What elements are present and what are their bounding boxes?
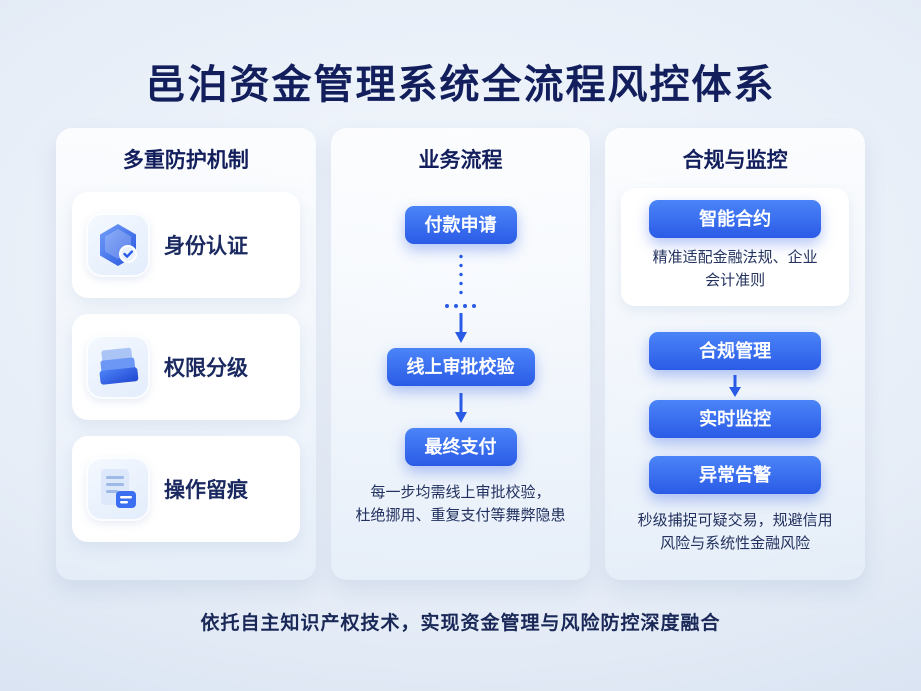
dot — [463, 304, 467, 308]
protection-card-label: 权限分级 — [164, 357, 248, 380]
arrow-down-icon — [453, 392, 469, 424]
process-caption-line2: 杜绝挪用、重复支付等舞弊隐患 — [355, 506, 566, 524]
process-header: 业务流程 — [418, 149, 503, 172]
stacked-layers-icon — [86, 335, 150, 399]
smart-contract-desc: 精准适配金融法规、企业会计准则 — [652, 249, 818, 289]
arrow-down-icon — [453, 312, 469, 344]
step-final-payment: 最终支付 — [404, 428, 517, 466]
dotted-connector — [458, 252, 463, 298]
step-online-approval: 线上审批校验 — [386, 348, 535, 386]
page-title: 邑泊资金管理系统全流程风控体系 — [145, 63, 776, 107]
protection-header: 多重防护机制 — [122, 149, 249, 172]
step-compliance-management: 合规管理 — [649, 332, 822, 370]
step-payment-request: 付款申请 — [404, 206, 517, 244]
dot — [445, 304, 449, 308]
panel-compliance: 合规与监控 智能合约 精准适配金融法规、企业会计准则 合规管理 实时监控 异常告… — [605, 128, 866, 580]
smart-contract-card: 智能合约 精准适配金融法规、企业会计准则 — [621, 188, 850, 306]
panel-process: 业务流程 付款申请 线上审批校验 — [330, 128, 591, 580]
dot — [454, 304, 458, 308]
dot — [472, 304, 476, 308]
process-caption-line1: 每一步均需线上审批校验， — [370, 484, 551, 501]
step-anomaly-alert: 异常告警 — [649, 456, 822, 494]
arrow-down-icon — [728, 374, 742, 398]
compliance-caption: 秒级捕捉可疑交易，规避信用风险与系统性金融风险 — [637, 512, 833, 552]
protection-card-audit: 操作留痕 — [72, 436, 300, 542]
identity-shield-check-icon — [86, 213, 150, 277]
protection-card-label: 操作留痕 — [164, 479, 248, 502]
protection-card-label: 身份认证 — [164, 235, 248, 258]
document-log-icon — [86, 457, 150, 521]
step-realtime-monitoring: 实时监控 — [649, 400, 822, 438]
protection-card-permission: 权限分级 — [72, 314, 300, 420]
compliance-header: 合规与监控 — [682, 149, 788, 172]
panels-row: 多重防护机制 身份认证 — [56, 128, 866, 580]
ellipsis-dots — [445, 304, 476, 308]
process-caption: 每一步均需线上审批校验， 杜绝挪用、重复支付等舞弊隐患 — [356, 482, 566, 527]
smart-contract-button: 智能合约 — [649, 200, 822, 238]
footer-tagline: 依托自主知识产权技术，实现资金管理与风险防控深度融合 — [200, 613, 721, 634]
panel-protection: 多重防护机制 身份认证 — [56, 128, 316, 580]
protection-card-identity: 身份认证 — [72, 192, 300, 298]
